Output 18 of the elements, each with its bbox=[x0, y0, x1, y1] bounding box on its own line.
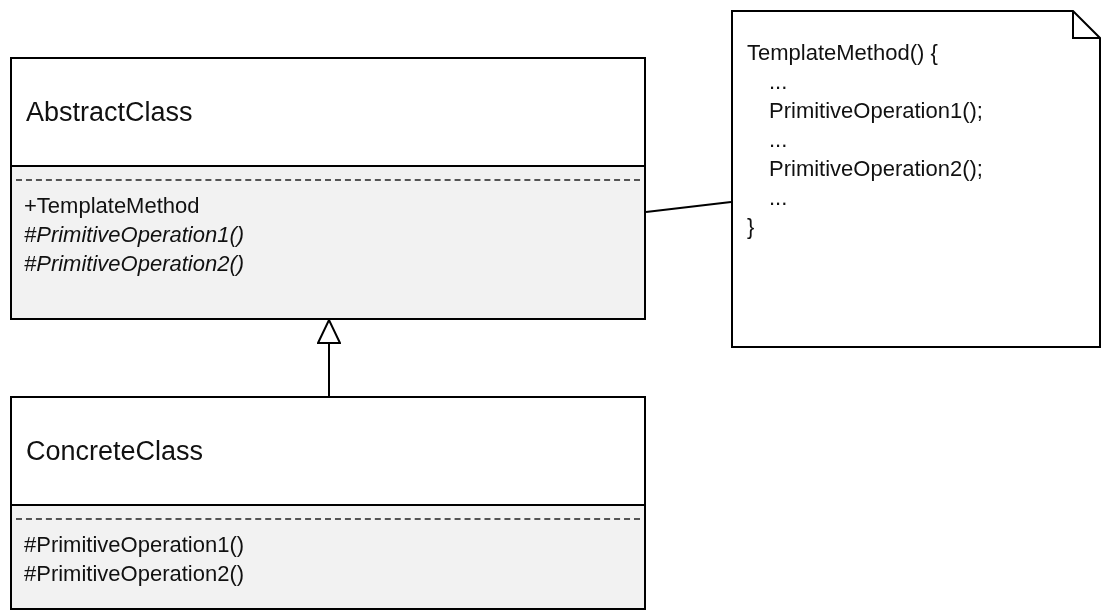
class-member: #PrimitiveOperation2() bbox=[24, 250, 245, 278]
code-line: PrimitiveOperation1(); bbox=[769, 97, 983, 125]
code-line: TemplateMethod() { bbox=[747, 39, 938, 67]
class-member: +TemplateMethod bbox=[24, 192, 200, 220]
class-box bbox=[10, 396, 646, 610]
class-name: ConcreteClass bbox=[26, 435, 204, 467]
inheritance-arrow bbox=[317, 319, 341, 397]
class-name: AbstractClass bbox=[26, 96, 193, 128]
code-line: PrimitiveOperation2(); bbox=[769, 155, 983, 183]
code-line: ... bbox=[769, 68, 788, 96]
code-line: ... bbox=[769, 126, 788, 154]
class-member: #PrimitiveOperation1() bbox=[24, 531, 245, 559]
note-connector bbox=[645, 201, 732, 213]
class-member: #PrimitiveOperation2() bbox=[24, 560, 245, 588]
class-member: #PrimitiveOperation1() bbox=[24, 221, 245, 249]
code-line: ... bbox=[769, 184, 788, 212]
class-box bbox=[10, 57, 646, 320]
code-line: } bbox=[747, 213, 755, 241]
